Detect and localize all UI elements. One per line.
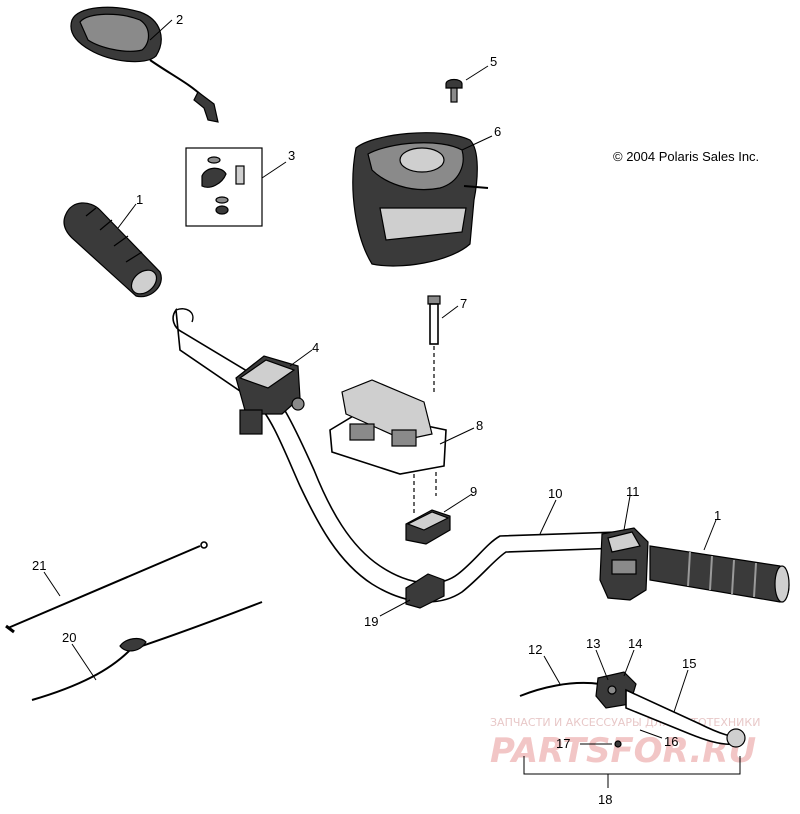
callout-19: 19 [364,614,378,629]
callout-15: 15 [682,656,696,671]
leader-8 [439,427,475,445]
lower-clamp-part[interactable] [405,573,445,609]
group-bracket-18 [523,756,741,775]
mirror-part[interactable] [70,6,219,123]
leader-3 [261,161,287,179]
callout-6: 6 [494,124,501,139]
callout-16: 16 [664,734,678,749]
leader-7 [441,305,459,319]
leader-4 [289,349,313,367]
callout-11: 11 [626,484,640,499]
callout-4: 4 [312,340,319,355]
leader-11 [623,495,631,531]
leader-16 [639,729,663,739]
leader-21 [43,571,61,597]
leader-10 [539,499,557,535]
callout-17: 17 [556,736,570,751]
leader-2 [149,19,173,41]
mounting-bracket-part[interactable] [329,379,447,475]
leader-5 [465,65,489,81]
callout-18: 18 [598,792,612,807]
leader-1b [703,519,717,551]
callout-5: 5 [490,54,497,69]
watermark-small-text: ЗАПЧАСТИ И АКСЕССУАРЫ ДЛЯ МОТОТЕХНИКИ [490,716,760,729]
cable-20-part[interactable] [31,601,263,701]
throttle-housing-part[interactable] [235,355,305,435]
right-grip-part[interactable] [649,545,790,603]
left-grip-part[interactable] [63,202,162,299]
callout-2: 2 [176,12,183,27]
cable-21-part[interactable] [5,541,208,634]
leader-14 [623,649,635,677]
hardware-kit-part[interactable] [185,147,263,227]
leader-9 [443,493,473,513]
leader-13 [595,649,609,681]
handlebar-part[interactable] [172,307,621,603]
callout-12: 12 [528,642,542,657]
callout-21: 21 [32,558,46,573]
callout-1a: 1 [136,192,143,207]
callout-3: 3 [288,148,295,163]
callout-10: 10 [548,486,562,501]
headlight-pod-part[interactable] [352,132,489,267]
bolt-7-part[interactable] [427,295,441,345]
leader-12 [543,655,561,685]
screw-5-part[interactable] [445,78,463,103]
leader-20 [71,643,97,681]
callout-7: 7 [460,296,467,311]
callout-1b: 1 [714,508,721,523]
leader-15 [673,669,689,713]
leader-1a [117,203,137,229]
leader-6 [461,135,493,151]
callout-8: 8 [476,418,483,433]
brake-lever-assembly-part[interactable] [519,671,746,748]
switch-housing-part[interactable] [599,527,649,601]
upper-clamp-part[interactable] [405,509,451,545]
copyright-text: © 2004 Polaris Sales Inc. [613,149,759,164]
callout-20: 20 [62,630,76,645]
callout-13: 13 [586,636,600,651]
leader-19 [379,599,411,617]
callout-14: 14 [628,636,642,651]
callout-9: 9 [470,484,477,499]
